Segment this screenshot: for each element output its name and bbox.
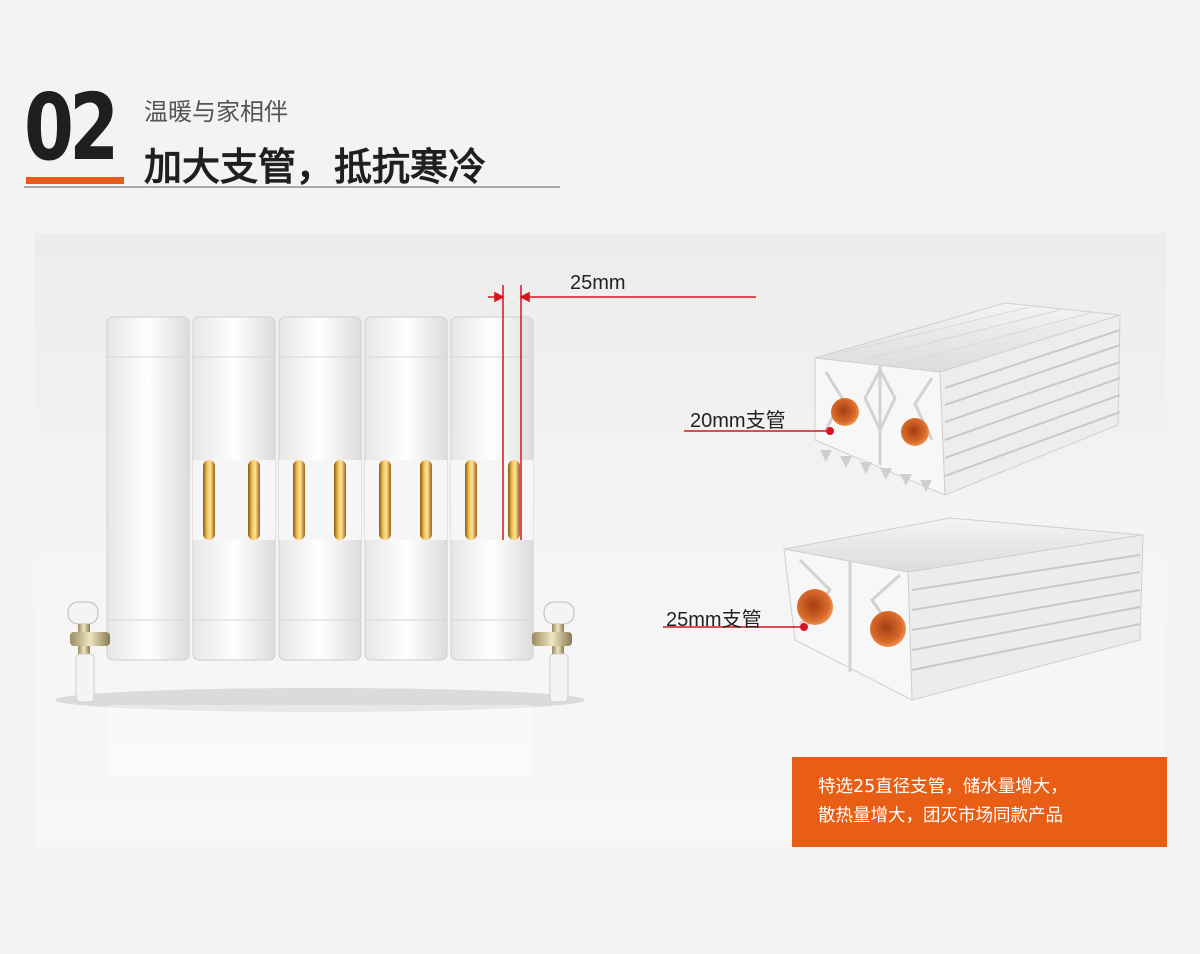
pipe-pointer-large bbox=[663, 623, 808, 631]
feature-callout: 特选25直径支管，储水量增大， 散热量增大，团灭市场同款产品 bbox=[792, 757, 1167, 847]
right-valve bbox=[532, 601, 575, 703]
radiator-fin bbox=[278, 316, 362, 661]
extrusion-25mm bbox=[783, 517, 1144, 701]
section-number-underline bbox=[26, 177, 124, 184]
pipe-pointer-small bbox=[684, 427, 834, 435]
section-number: 02 bbox=[24, 74, 119, 181]
radiator-fin bbox=[450, 316, 534, 661]
callout-line-2: 散热量增大，团灭市场同款产品 bbox=[818, 806, 1063, 826]
header-divider bbox=[24, 186, 560, 188]
extrusion-20mm bbox=[814, 302, 1121, 496]
pipe-label-20mm: 20mm支管 bbox=[690, 410, 786, 432]
section-title: 加大支管，抵抗寒冷 bbox=[144, 145, 487, 189]
dimension-marker bbox=[488, 285, 756, 540]
section-subtitle: 温暖与家相伴 bbox=[144, 98, 288, 126]
radiator bbox=[55, 316, 585, 775]
callout-line-1: 特选25直径支管，储水量增大， bbox=[818, 777, 1068, 797]
radiator-fin bbox=[364, 316, 448, 661]
radiator-fin bbox=[106, 316, 190, 661]
radiator-fin bbox=[192, 316, 276, 661]
dimension-label: 25mm bbox=[570, 272, 626, 294]
left-valve bbox=[67, 601, 110, 703]
pipe-label-25mm: 25mm支管 bbox=[666, 609, 762, 631]
